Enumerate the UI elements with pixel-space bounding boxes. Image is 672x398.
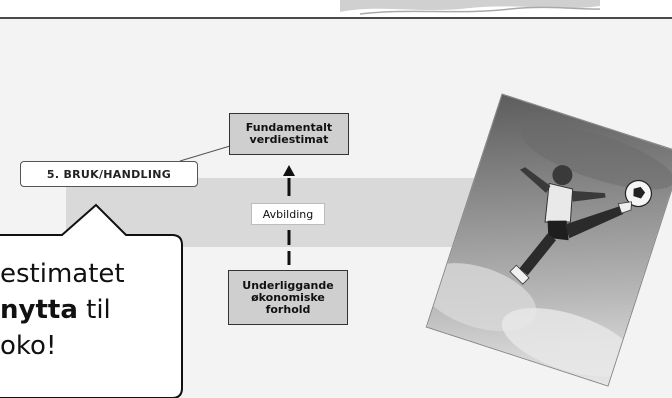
bottom-box-line1: Underliggande: [242, 278, 334, 292]
bottom-box-line2: økonomiske: [251, 290, 325, 304]
callout-line3: oko!: [0, 331, 57, 361]
callout-line2-rest: til: [77, 295, 111, 325]
arrow-head: [283, 165, 295, 176]
top-box-line1: Fundamentalt: [245, 121, 333, 134]
step-label: 5. BRUK/HANDLING: [20, 161, 198, 187]
callout-line1: estimatet: [0, 259, 125, 289]
decorative-wave: [340, 0, 600, 15]
top-box-line2: verdiestimat: [249, 133, 329, 146]
player-illustration: [426, 124, 672, 377]
top-bar: [0, 0, 672, 19]
mapping-label: Avbilding: [251, 203, 325, 225]
fundamental-value-box: Fundamentalt verdiestimat: [229, 113, 349, 155]
speech-bubble: [0, 203, 183, 398]
football-player-photo: [426, 94, 672, 386]
callout-text: estimatet nytta til oko!: [0, 256, 125, 364]
economic-conditions-box: Underliggande økonomiske forhold: [228, 270, 348, 325]
callout-bold-word: nytta: [0, 295, 78, 325]
callout-line2: nytta til: [0, 292, 125, 328]
bottom-box-line3: forhold: [265, 302, 311, 316]
